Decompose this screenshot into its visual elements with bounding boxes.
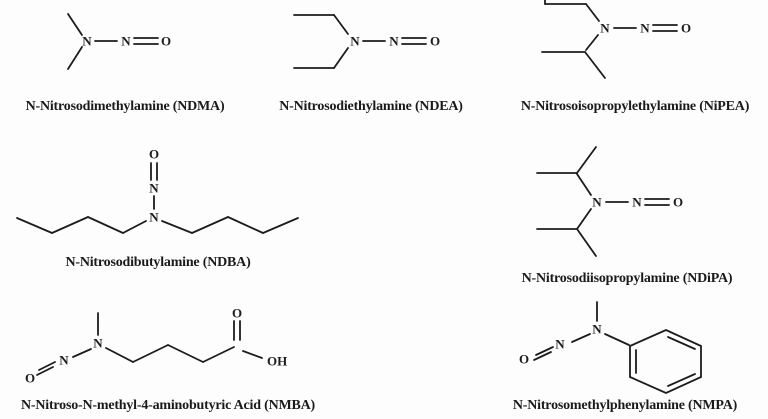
atom-oxygen: O xyxy=(430,34,440,49)
bond-line xyxy=(87,216,124,234)
atom-nitrogen: N xyxy=(350,34,360,49)
bond-line xyxy=(571,333,591,343)
atom-oxygen: O xyxy=(681,21,691,36)
atom-nitrogen: N xyxy=(149,210,159,225)
atom-nitrogen: N xyxy=(592,322,602,337)
atom-oxygen: O xyxy=(25,371,35,386)
atom-nitrogen: N xyxy=(59,353,69,368)
ndba-structure: O N N xyxy=(16,147,299,234)
atom-nitrogen: N xyxy=(149,181,159,196)
molecule-label-nmba: N-Nitroso-N-methyl-4-aminobutyric Acid (… xyxy=(20,398,316,413)
bond-line xyxy=(72,348,92,358)
double-bond-line xyxy=(667,373,696,387)
benzene-ring xyxy=(629,329,702,394)
atom-nitrogen: N xyxy=(93,336,103,351)
bond-line xyxy=(333,14,349,35)
ndipa-structure: N N O xyxy=(536,146,683,257)
nipea-structure: N N O xyxy=(541,0,691,79)
bond-line xyxy=(161,220,193,234)
bond-line xyxy=(16,217,53,234)
atom-nitrogen: N xyxy=(82,34,92,49)
bond-line xyxy=(584,51,606,79)
bond-line xyxy=(604,333,630,346)
double-bond-line xyxy=(533,351,552,361)
bond-line xyxy=(202,346,235,363)
double-bond-line xyxy=(535,346,554,356)
bond-line xyxy=(333,47,349,69)
molecule-label-ndba: N-Nitrosodibutylamine (NDBA) xyxy=(65,255,251,270)
bond-line xyxy=(167,344,204,363)
ndma-structure: N N O xyxy=(67,13,171,70)
atom-nitrogen: N xyxy=(640,21,650,36)
bond-line xyxy=(576,228,597,257)
bond-line xyxy=(67,46,83,70)
molecule-label-ndma: N-Nitrosodimethylamine (NDMA) xyxy=(25,99,225,114)
bond-line xyxy=(576,173,592,196)
atom-oxygen: O xyxy=(519,352,529,367)
bond-line xyxy=(191,216,229,234)
molecule-label-ndea: N-Nitrosodiethylamine (NDEA) xyxy=(279,99,463,114)
bond-line xyxy=(51,216,89,234)
bond-line xyxy=(585,34,599,51)
atom-nitrogen: N xyxy=(555,337,565,352)
atom-nitrogen: N xyxy=(389,34,399,49)
atom-nitrogen: N xyxy=(600,21,610,36)
bond-line xyxy=(262,217,299,234)
bond-line xyxy=(132,344,169,363)
atom-oxygen: O xyxy=(149,147,159,162)
double-bond-line xyxy=(36,366,54,376)
bond-line xyxy=(576,146,597,174)
atom-nitrogen: N xyxy=(632,195,642,210)
atom-nitrogen: N xyxy=(592,195,602,210)
nmpa-structure: O N N xyxy=(519,301,702,394)
bond-line xyxy=(585,3,600,22)
atom-oxygen: O xyxy=(232,306,242,321)
molecule-label-nmpa: N-Nitrosomethylphenylamine (NMPA) xyxy=(512,398,738,413)
atom-oxygen: O xyxy=(673,195,683,210)
atom-nitrogen: N xyxy=(121,34,131,49)
bond-line xyxy=(227,216,264,234)
atom-oxygen: O xyxy=(161,34,171,49)
bond-line xyxy=(576,208,592,230)
bond-line xyxy=(105,347,134,363)
ndea-structure: N N O xyxy=(293,14,440,69)
double-bond-line xyxy=(38,361,56,371)
bond-line xyxy=(242,350,263,359)
bond-line xyxy=(67,13,83,36)
molecule-label-ndipa: N-Nitrosodiisopropylamine (NDiPA) xyxy=(521,271,733,286)
bond-line xyxy=(122,220,147,234)
molecule-label-nipea: N-Nitrosoisopropylethylamine (NiPEA) xyxy=(520,99,750,114)
atom-hydroxyl: OH xyxy=(267,354,287,369)
double-bond-line xyxy=(667,336,696,350)
nmba-structure: O N N O OH xyxy=(25,306,287,386)
